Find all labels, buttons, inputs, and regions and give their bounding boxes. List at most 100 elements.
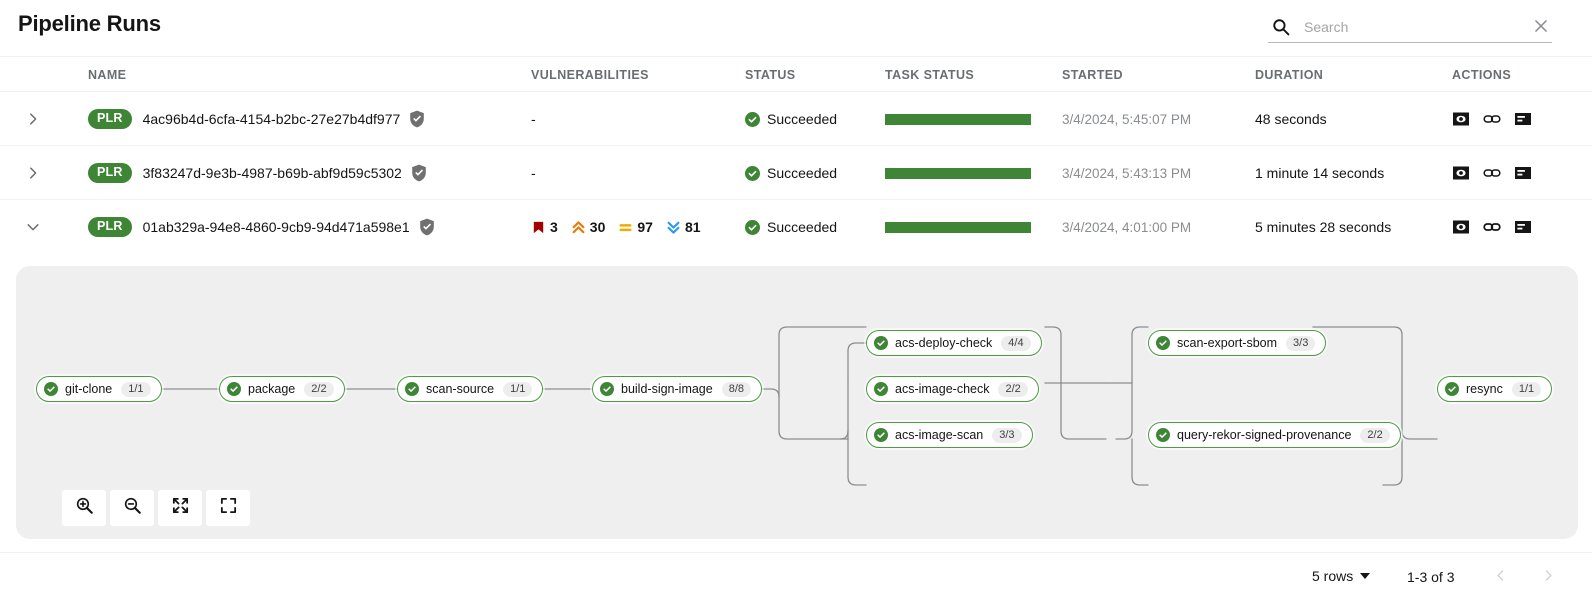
check-circle-icon: [874, 382, 888, 396]
pipeline-node-count: 1/1: [1511, 381, 1542, 397]
pipeline-node-count: 1/1: [503, 381, 533, 397]
run-name-cell[interactable]: PLR 3f83247d-9e3b-4987-b69b-abf9d59c5302: [88, 146, 427, 200]
pipeline-node-query-rekor-signed-provenance[interactable]: query-rekor-signed-provenance 2/2: [1148, 422, 1401, 448]
pipeline-graph-edges: [154, 326, 1438, 486]
chevron-left-icon: [1494, 569, 1507, 587]
duration-cell: 48 seconds: [1255, 92, 1327, 146]
duration-cell: 1 minute 14 seconds: [1255, 146, 1384, 200]
logs-icon[interactable]: [1514, 164, 1532, 182]
pipeline-node-label: scan-source: [426, 382, 495, 396]
column-header-task-status: TASK STATUS: [885, 68, 975, 82]
close-icon[interactable]: [1532, 17, 1550, 35]
link-icon[interactable]: [1483, 110, 1501, 128]
pipeline-node-acs-image-scan[interactable]: acs-image-scan 3/3: [866, 422, 1033, 448]
output-icon[interactable]: [1452, 218, 1470, 236]
pipeline-node-acs-image-check[interactable]: acs-image-check 2/2: [866, 376, 1039, 402]
status-cell: Succeeded: [745, 146, 837, 200]
task-status-cell: [885, 146, 1031, 200]
pipeline-node-label: query-rekor-signed-provenance: [1177, 428, 1352, 442]
pagination-range: 1-3 of 3: [1407, 569, 1455, 585]
actions-cell: [1452, 92, 1532, 146]
zoom-in-button[interactable]: [62, 490, 106, 526]
status-badge: PLR: [88, 109, 132, 129]
run-name-link[interactable]: 01ab329a-94e8-4860-9cb9-94d471a598e1: [142, 219, 410, 235]
vulnerability-medium-count: 97: [637, 219, 653, 235]
table-row[interactable]: PLR 01ab329a-94e8-4860-9cb9-94d471a598e1…: [0, 200, 1592, 254]
pipeline-node-count: 2/2: [304, 381, 334, 397]
check-circle-icon: [1156, 428, 1170, 442]
duration-text: 5 minutes 28 seconds: [1255, 219, 1392, 235]
output-icon[interactable]: [1452, 110, 1470, 128]
pagination-prev-button[interactable]: [1488, 566, 1512, 590]
column-header-started: STARTED: [1062, 68, 1123, 82]
check-circle-icon: [745, 111, 760, 127]
severity-high-icon: [571, 220, 586, 235]
vulnerability-high-count: 30: [589, 219, 606, 235]
column-header-name: NAME: [88, 68, 127, 82]
pipeline-node-count: 8/8: [721, 381, 752, 397]
task-status-progressbar: [885, 113, 1031, 125]
run-name-cell[interactable]: PLR 01ab329a-94e8-4860-9cb9-94d471a598e1: [88, 200, 435, 254]
run-name-link[interactable]: 4ac96b4d-6cfa-4154-b2bc-27e27b4df977: [142, 111, 401, 127]
link-icon[interactable]: [1483, 164, 1501, 182]
check-circle-icon: [745, 165, 760, 181]
pagination-next-button[interactable]: [1536, 566, 1560, 590]
started-cell: 3/4/2024, 4:01:00 PM: [1062, 200, 1191, 254]
row-expand-toggle[interactable]: [18, 146, 48, 200]
vulnerability-critical: 3: [531, 219, 558, 235]
task-status-cell: [885, 200, 1031, 254]
logs-icon[interactable]: [1514, 110, 1532, 128]
search-bar[interactable]: [1268, 11, 1552, 43]
table-footer: 5 rows 1-3 of 3: [0, 552, 1592, 604]
logs-icon[interactable]: [1514, 218, 1532, 236]
status-badge: PLR: [88, 217, 132, 237]
fullscreen-icon: [219, 496, 238, 520]
check-circle-icon: [405, 382, 419, 396]
row-expand-toggle[interactable]: [18, 92, 48, 146]
pipeline-node-label: acs-image-check: [895, 382, 990, 396]
pipeline-node-git-clone[interactable]: git-clone 1/1: [36, 376, 162, 402]
pipeline-node-scan-source[interactable]: scan-source 1/1: [397, 376, 544, 402]
check-circle-icon: [1445, 382, 1459, 396]
started-timestamp: 3/4/2024, 5:45:07 PM: [1062, 111, 1192, 127]
vulnerability-low-count: 81: [684, 219, 701, 235]
duration-text: 48 seconds: [1255, 111, 1327, 127]
vulnerabilities-empty: -: [531, 111, 536, 127]
pipeline-node-count: 2/2: [1360, 427, 1390, 443]
column-header-duration: DURATION: [1255, 68, 1324, 82]
pipeline-node-scan-export-sbom[interactable]: scan-export-sbom 3/3: [1148, 330, 1327, 356]
column-header-actions: ACTIONS: [1452, 68, 1512, 82]
pipeline-node-label: acs-deploy-check: [895, 336, 993, 350]
zoom-out-button[interactable]: [110, 490, 154, 526]
table-row[interactable]: PLR 3f83247d-9e3b-4987-b69b-abf9d59c5302…: [0, 146, 1592, 200]
check-circle-icon: [1156, 336, 1170, 350]
output-icon[interactable]: [1452, 164, 1470, 182]
fit-view-button[interactable]: [158, 490, 202, 526]
pipeline-graph[interactable]: git-clone 1/1 package 2/2 scan-source 1/…: [16, 266, 1578, 539]
chevron-right-icon: [1542, 569, 1555, 587]
link-icon[interactable]: [1483, 218, 1501, 236]
pipeline-runs-table: NAME VULNERABILITIES STATUS TASK STATUS …: [0, 56, 1592, 254]
run-name-cell[interactable]: PLR 4ac96b4d-6cfa-4154-b2bc-27e27b4df977: [88, 92, 425, 146]
table-row[interactable]: PLR 4ac96b4d-6cfa-4154-b2bc-27e27b4df977…: [0, 92, 1592, 146]
chevron-down-icon: [1360, 573, 1371, 579]
run-name-link[interactable]: 3f83247d-9e3b-4987-b69b-abf9d59c5302: [142, 165, 402, 181]
status-cell: Succeeded: [745, 200, 837, 254]
status-text: Succeeded: [767, 165, 838, 181]
chevron-down-icon: [26, 220, 40, 234]
rows-per-page-select[interactable]: 5 rows: [1312, 568, 1371, 584]
pipeline-node-label: acs-image-scan: [895, 428, 984, 442]
severity-medium-icon: [618, 220, 633, 235]
page-header: Pipeline Runs: [0, 0, 1592, 56]
pipeline-node-acs-deploy-check[interactable]: acs-deploy-check 4/4: [866, 330, 1042, 356]
pipeline-node-package[interactable]: package 2/2: [219, 376, 345, 402]
reset-view-button[interactable]: [206, 490, 250, 526]
row-collapse-toggle[interactable]: [18, 200, 48, 254]
pipeline-node-build-sign-image[interactable]: build-sign-image 8/8: [592, 376, 763, 402]
vulnerability-high: 30: [571, 219, 606, 235]
pipeline-node-label: resync: [1466, 382, 1503, 396]
search-input[interactable]: [1302, 14, 1512, 39]
status-text: Succeeded: [767, 111, 838, 127]
pipeline-node-resync[interactable]: resync 1/1: [1437, 376, 1553, 402]
